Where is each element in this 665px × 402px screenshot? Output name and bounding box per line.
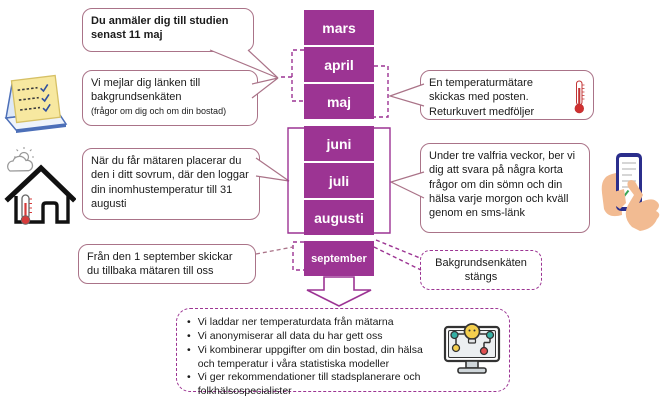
dashed-bracket-left [291, 49, 304, 102]
timeline-month-september: september [304, 241, 374, 276]
callout-sensor-mail-text: En temperaturmätare skickas med posten. … [429, 77, 535, 118]
tail-sensor-mail [388, 83, 425, 107]
timeline-month-augusti: augusti [304, 200, 374, 235]
callout-signup: Du anmäler dig till studien senast 11 ma… [82, 8, 254, 52]
timeline-month-maj: maj [304, 84, 374, 119]
callout-sensor-mail: En temperaturmätare skickas med posten. … [420, 70, 594, 120]
survey-laptop-icon [4, 74, 68, 133]
callout-sms-questions: Under tre valfria veckor, ber vi dig att… [420, 143, 590, 233]
timeline-month-juli: juli [304, 163, 374, 198]
house-thermometer-icon [4, 147, 76, 225]
dashed-bracket-september [292, 241, 304, 271]
outcome-text: Vi kombinerar uppgifter om din bostad, d… [197, 343, 423, 370]
outcome-item: Vi kombinerar uppgifter om din bostad, d… [187, 344, 439, 372]
outcome-item: Vi anonymiserar all data du har gett oss [187, 330, 439, 344]
dashed-bracket-right [374, 65, 389, 118]
callout-email-survey-text: Vi mejlar dig länken till bakgrundsenkät… [91, 77, 201, 104]
callout-email-survey-subtext: (frågor om dig och om din bostad) [91, 105, 227, 116]
thermometer-icon [574, 80, 585, 114]
tail-sensor-placement [255, 157, 290, 182]
dashed-tail-survey-closes-1 [375, 239, 421, 259]
outcome-text: Vi ger rekommendationer till stadsplaner… [197, 371, 421, 398]
callout-sensor-placement: När du får mätaren placerar du den i dit… [82, 148, 260, 220]
timeline-month-april: april [304, 47, 374, 82]
timeline-month-mars: mars [304, 10, 374, 45]
dashed-tail-return-sensor [255, 246, 294, 255]
outcome-item: Vi laddar ner temperaturdata från mätarn… [187, 316, 439, 330]
dashed-tail-survey-closes-2 [373, 246, 422, 271]
phone-in-hand-icon [601, 153, 660, 231]
timeline-month-juni: juni [304, 126, 374, 161]
analytics-monitor-icon [443, 323, 501, 374]
solid-bracket-left [287, 127, 304, 234]
callout-return-sensor: Från den 1 september skickar du tillbaka… [78, 244, 256, 284]
callout-email-survey: Vi mejlar dig länken till bakgrundsenkät… [82, 70, 258, 126]
solid-bracket-right [374, 127, 391, 234]
down-arrow [306, 276, 372, 307]
outcome-item: Vi ger rekommendationer till stadsplaner… [187, 371, 439, 399]
outcome-text: Vi laddar ner temperaturdata från mätarn… [197, 316, 394, 328]
outcome-text: Vi anonymiserar all data du har gett oss [197, 329, 383, 342]
callout-survey-closes: Bakgrundsenkäten stängs [420, 250, 542, 290]
outcomes-box: Vi laddar ner temperaturdata från mätarn… [176, 308, 510, 397]
